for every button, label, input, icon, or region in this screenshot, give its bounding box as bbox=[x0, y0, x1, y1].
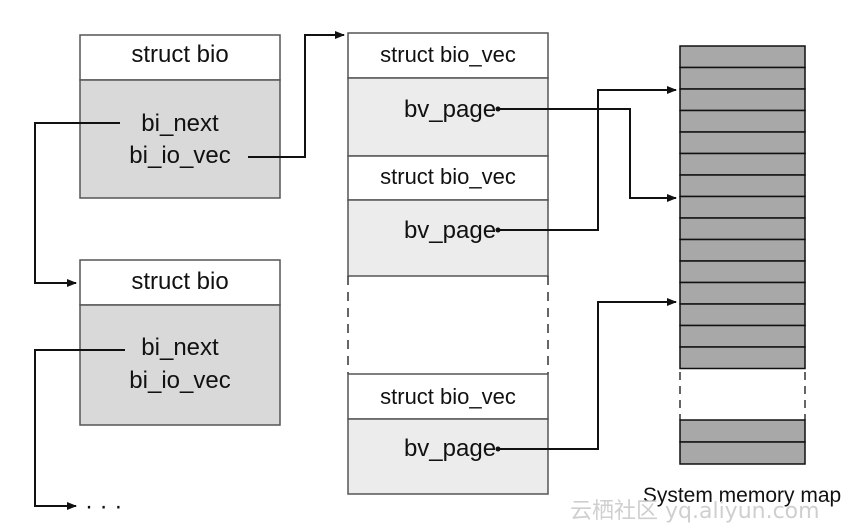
bio-1-bi-io-vec: bi_io_vec bbox=[129, 142, 230, 169]
memory-page bbox=[679, 238, 806, 262]
memory-map-caption: System memory map bbox=[643, 484, 841, 507]
bio-vec-2-header: struct bio_vec bbox=[380, 164, 516, 189]
memory-page bbox=[679, 88, 806, 112]
arrow-bio2-next-to-continuation bbox=[34, 349, 125, 510]
memory-page bbox=[679, 109, 806, 133]
arrow-vec1-to-page bbox=[498, 108, 677, 202]
bio-vec-2-bv-page: bv_page bbox=[404, 217, 496, 244]
arrow-vec3-to-page bbox=[498, 298, 677, 450]
bio-vec-1-bv-page: bv_page bbox=[404, 96, 496, 123]
memory-page bbox=[679, 131, 806, 155]
memory-page bbox=[679, 174, 806, 198]
bio-1-body-box bbox=[79, 79, 281, 199]
bio-block-2: struct bio bi_next bi_io_vec bbox=[79, 259, 281, 426]
memory-page bbox=[679, 195, 806, 219]
arrow-bio1-next-to-bio2 bbox=[34, 122, 120, 287]
bio-1-header-box bbox=[79, 34, 281, 81]
bio-1-header: struct bio bbox=[131, 41, 228, 68]
memory-page bbox=[679, 346, 806, 370]
memory-page bbox=[679, 324, 806, 348]
bio-vec-2-body-box bbox=[347, 199, 549, 277]
bio-vec-1-header: struct bio_vec bbox=[380, 42, 516, 67]
bio-vec-3-header: struct bio_vec bbox=[380, 384, 516, 409]
watermark: 云栖社区 yq.aliyun.com bbox=[570, 499, 820, 524]
arrow-vec2-to-page bbox=[498, 86, 677, 231]
vec1-pointer-dot bbox=[495, 106, 501, 112]
bio-block-1: struct bio bi_next bi_io_vec bbox=[79, 34, 281, 199]
bio-2-header: struct bio bbox=[131, 268, 228, 295]
memory-page bbox=[679, 152, 806, 176]
memory-page bbox=[679, 66, 806, 90]
bio-vec-3-bv-page: bv_page bbox=[404, 435, 496, 462]
vec3-pointer-dot bbox=[495, 446, 501, 452]
bio-2-header-box bbox=[79, 259, 281, 306]
bio-2-body-box bbox=[79, 304, 281, 426]
vec2-pointer-dot bbox=[495, 227, 501, 233]
continuation-dots: · · · bbox=[85, 493, 122, 520]
bio-vec-3-header-box bbox=[347, 373, 549, 420]
bio-2-bi-next: bi_next bbox=[141, 334, 219, 361]
memory-page bbox=[679, 45, 806, 69]
bio-vec-1-body-box bbox=[347, 77, 549, 157]
memory-page bbox=[679, 260, 806, 284]
memory-page bbox=[679, 281, 806, 305]
memory-page bbox=[679, 419, 806, 443]
memory-page bbox=[679, 303, 806, 327]
system-memory-map bbox=[679, 45, 806, 465]
memory-page bbox=[679, 441, 806, 465]
bio-vec-3-body-box bbox=[347, 418, 549, 495]
bio-1-bi-next: bi_next bbox=[141, 110, 219, 137]
bio-vec-1-header-box bbox=[347, 32, 549, 79]
bio-2-bi-io-vec: bi_io_vec bbox=[129, 367, 230, 394]
bio-vec-column: struct bio_vec bv_page struct bio_vec bv… bbox=[347, 32, 549, 495]
connectors bbox=[34, 31, 677, 510]
arrow-bio1-iovec-to-biovec bbox=[248, 31, 345, 158]
memory-page bbox=[679, 217, 806, 241]
